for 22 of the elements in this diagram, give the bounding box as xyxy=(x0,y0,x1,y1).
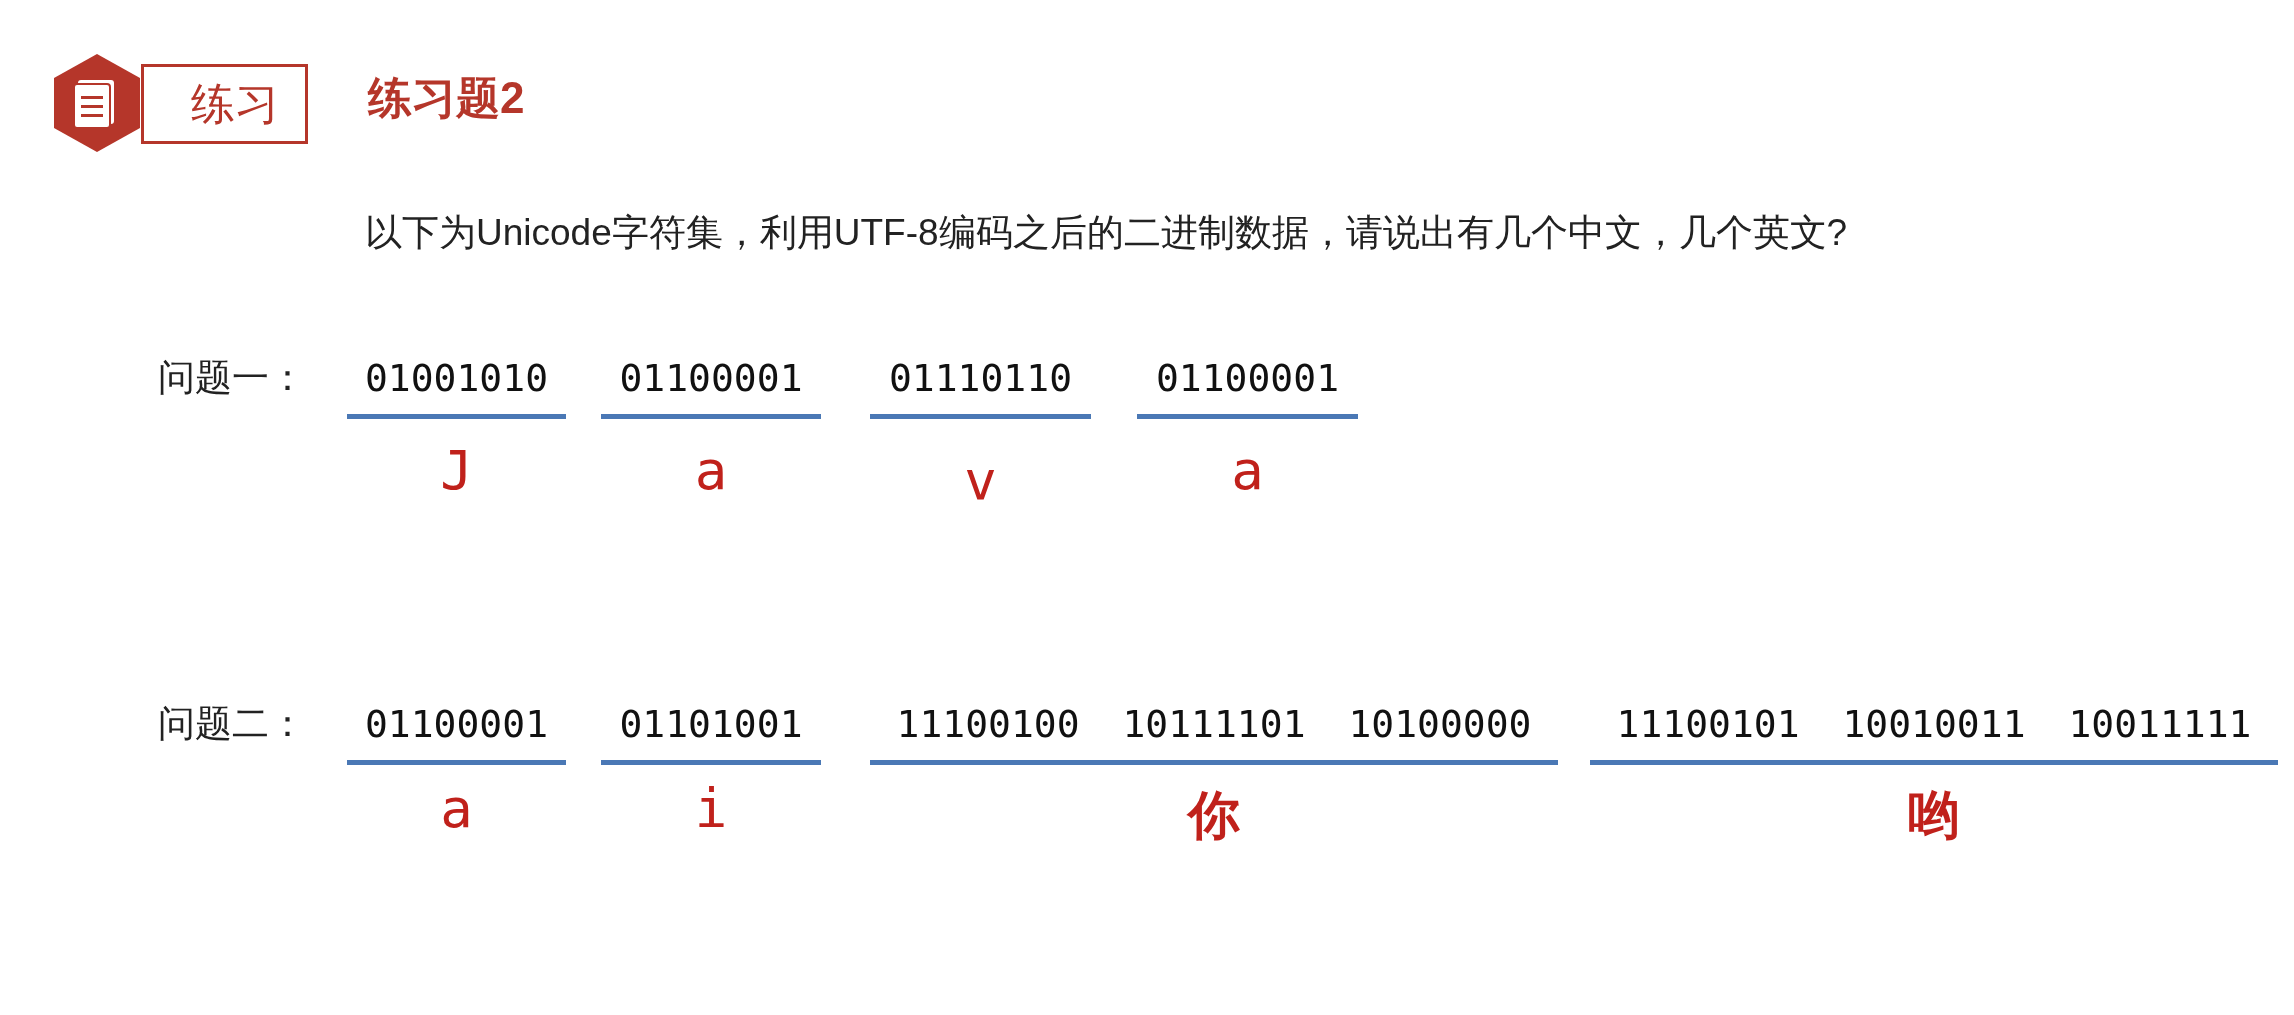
tag-label: 练习 xyxy=(191,82,279,126)
binary-code: 01101001 xyxy=(618,700,804,748)
decoded-character: a xyxy=(1230,444,1265,498)
binary-code: 01100001 xyxy=(364,700,549,748)
decoded-character: 你 xyxy=(1185,789,1241,841)
decoded-character: 哟 xyxy=(1907,789,1961,841)
title: 练习题2 xyxy=(368,76,525,120)
binary-code: 01100001 xyxy=(1155,354,1340,402)
decoded-character: v xyxy=(963,454,998,508)
binary-code: 01001010 xyxy=(364,354,549,402)
decoded-character: a xyxy=(439,782,474,836)
decoded-character: i xyxy=(693,782,729,836)
question-heading: 问题二： xyxy=(158,702,306,747)
question-text: 以下为Unicode字符集，利用UTF-8编码之后的二进制数据，请说出有几个中文，几个英文? xyxy=(365,211,1848,256)
binary-code: 01110110 xyxy=(888,354,1073,402)
decoded-character: J xyxy=(439,444,474,498)
decoded-character: a xyxy=(693,444,729,498)
section-tag xyxy=(141,64,308,144)
binary-code: 01100001 xyxy=(618,354,804,402)
binary-code: 11100101 10010011 10011111 xyxy=(1615,700,2253,748)
binary-code: 11100100 10111101 10100000 xyxy=(895,700,1533,748)
question-heading: 问题一： xyxy=(158,356,306,401)
